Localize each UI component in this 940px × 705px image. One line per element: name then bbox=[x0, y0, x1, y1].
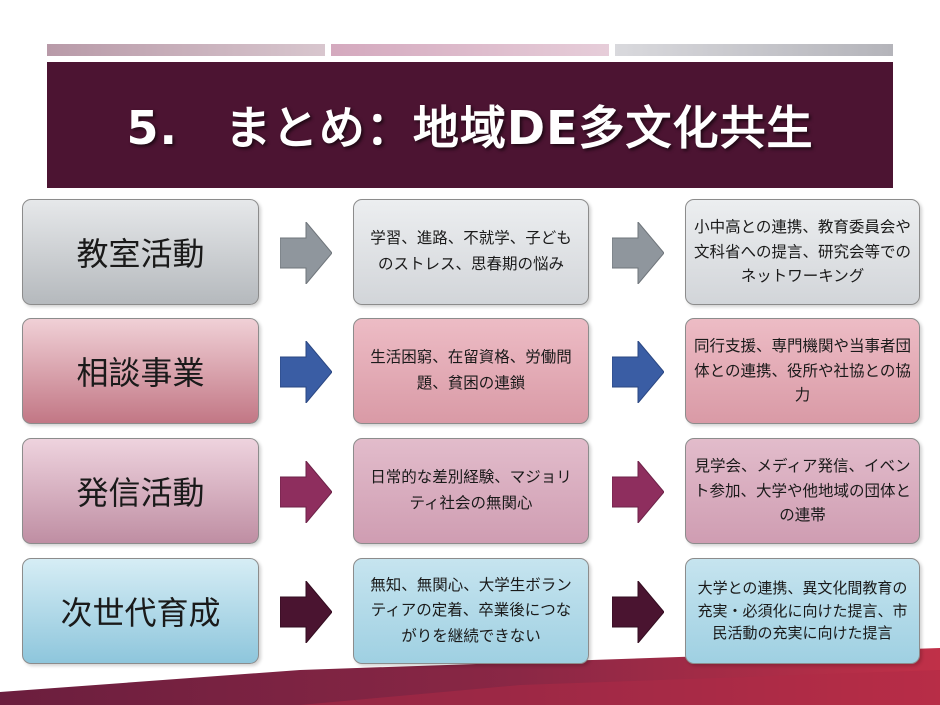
response-box-next-generation: 大学との連携、異文化間教育の充実・必須化に向けた提言、市民活動の充実に向けた提言 bbox=[685, 558, 920, 664]
issue-box-classroom: 学習、進路、不就学、子どものストレス、思春期の悩み bbox=[353, 199, 589, 305]
title-bar: 5. まとめ：地域DE多文化共生 bbox=[47, 62, 893, 188]
response-text: 小中高との連携、教育委員会や文科省への提言、研究会等でのネットワーキング bbox=[694, 217, 912, 286]
category-box-consultation: 相談事業 bbox=[22, 318, 259, 424]
arrow-right-icon bbox=[612, 222, 664, 284]
response-box-classroom: 小中高との連携、教育委員会や文科省への提言、研究会等でのネットワーキング bbox=[685, 199, 920, 305]
issue-text: 生活困窮、在留資格、労働問題、貧困の連鎖 bbox=[370, 348, 572, 392]
category-label: 発信活動 bbox=[76, 474, 205, 512]
issue-text: 日常的な差別経験、マジョリティ社会の無関心 bbox=[370, 468, 572, 512]
arrow-right-icon bbox=[612, 581, 664, 643]
issue-box-outreach: 日常的な差別経験、マジョリティ社会の無関心 bbox=[353, 438, 589, 544]
arrow-right-icon bbox=[612, 341, 664, 403]
top-strip-right bbox=[615, 44, 893, 56]
category-label: 相談事業 bbox=[76, 354, 205, 392]
category-label: 教室活動 bbox=[76, 235, 205, 273]
response-text: 同行支援、専門機関や当事者団体との連携、役所や社協との協力 bbox=[694, 336, 912, 405]
response-box-consultation: 同行支援、専門機関や当事者団体との連携、役所や社協との協力 bbox=[685, 318, 920, 424]
issue-box-consultation: 生活困窮、在留資格、労働問題、貧困の連鎖 bbox=[353, 318, 589, 424]
arrow-right-icon bbox=[280, 461, 332, 523]
category-box-outreach: 発信活動 bbox=[22, 438, 259, 544]
top-strip-left bbox=[47, 44, 325, 56]
issue-text: 学習、進路、不就学、子どものストレス、思春期の悩み bbox=[370, 229, 572, 273]
top-strip-middle bbox=[331, 44, 609, 56]
response-text: 見学会、メディア発信、イベント参加、大学や他地域の団体との連帯 bbox=[694, 456, 912, 525]
arrow-right-icon bbox=[280, 581, 332, 643]
category-box-next-generation: 次世代育成 bbox=[22, 558, 259, 664]
arrow-right-icon bbox=[280, 222, 332, 284]
issue-box-next-generation: 無知、無関心、大学生ボランティアの定着、卒業後につながりを継続できない bbox=[353, 558, 589, 664]
response-box-outreach: 見学会、メディア発信、イベント参加、大学や他地域の団体との連帯 bbox=[685, 438, 920, 544]
issue-text: 無知、無関心、大学生ボランティアの定着、卒業後につながりを継続できない bbox=[370, 575, 572, 645]
response-text: 大学との連携、異文化間教育の充実・必須化に向けた提言、市民活動の充実に向けた提言 bbox=[697, 579, 908, 643]
page-title: 5. まとめ：地域DE多文化共生 bbox=[126, 101, 814, 155]
category-label: 次世代育成 bbox=[60, 594, 221, 632]
arrow-right-icon bbox=[612, 461, 664, 523]
arrow-right-icon bbox=[280, 341, 332, 403]
category-box-classroom: 教室活動 bbox=[22, 199, 259, 305]
